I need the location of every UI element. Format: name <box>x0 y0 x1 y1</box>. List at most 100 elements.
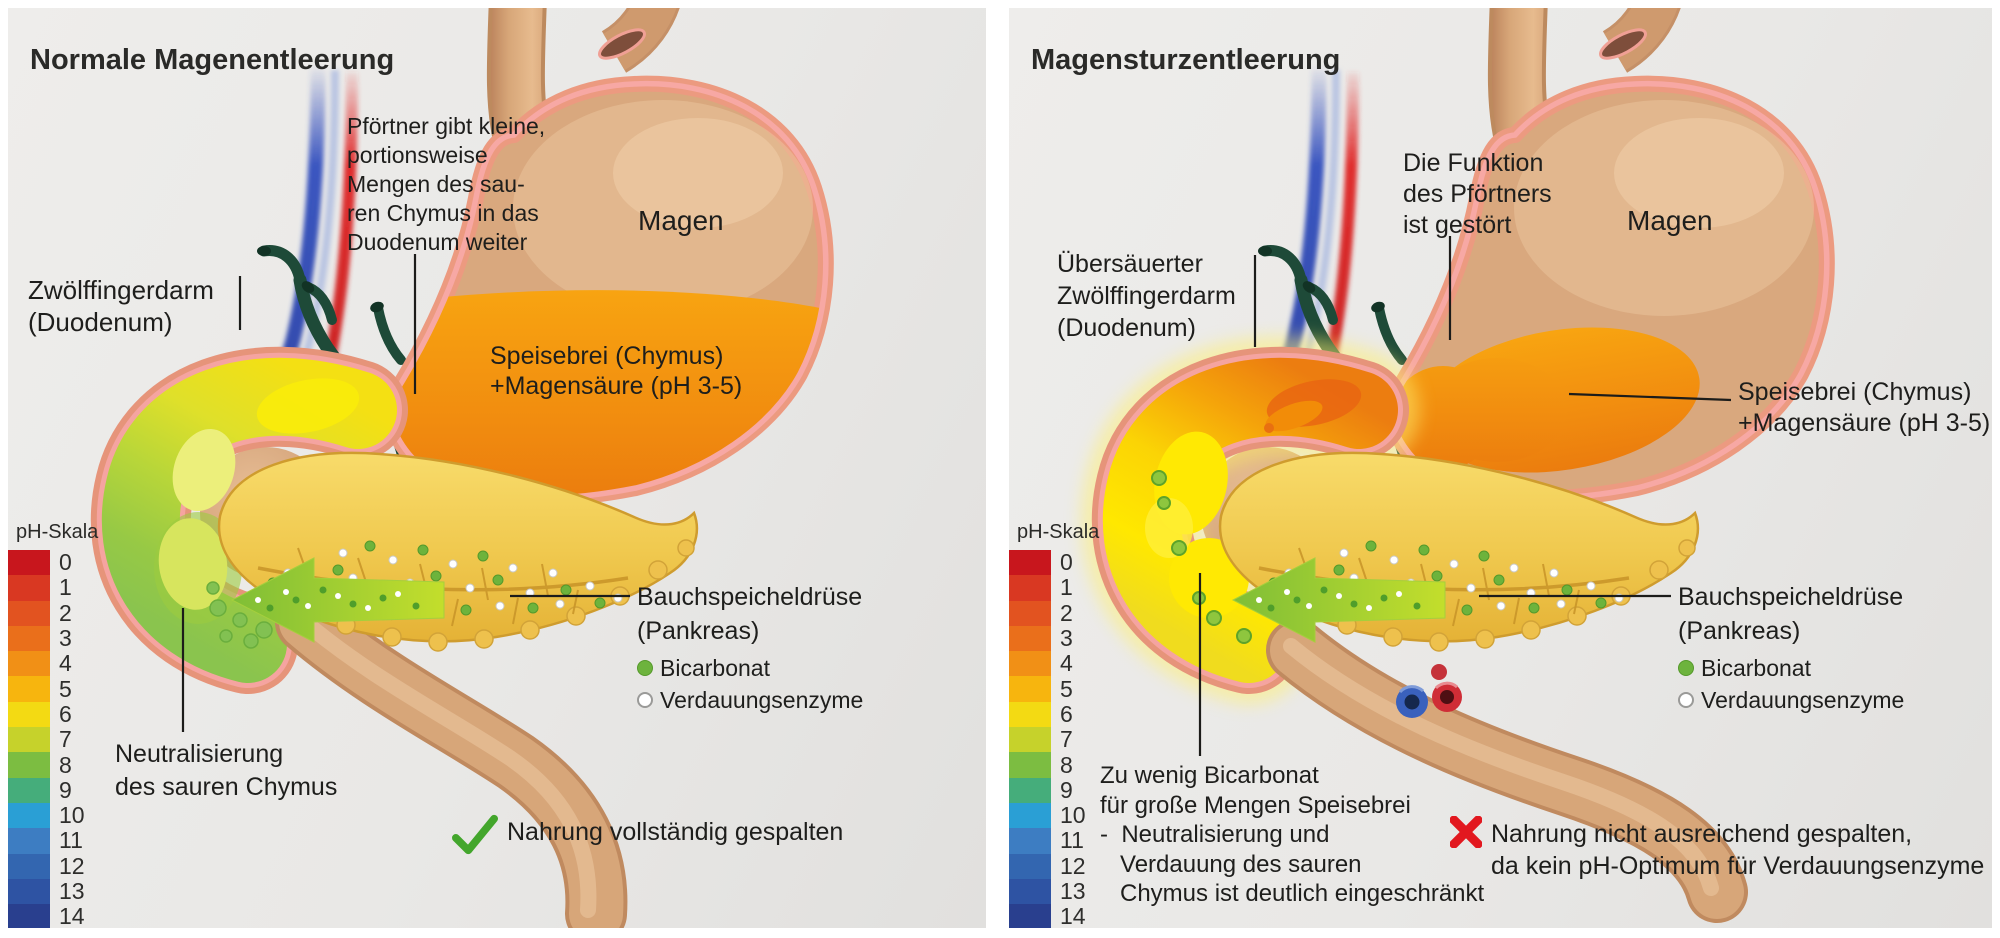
ph-swatch <box>8 727 50 753</box>
ph-scale-row: 13 <box>8 878 118 905</box>
ph-scale-row: 1 <box>1009 574 1119 601</box>
ph-swatch <box>8 676 50 702</box>
pancreas-label: Bauchspeicheldrüse (Pankreas) <box>1678 583 1904 645</box>
ph-scale-row: 8 <box>1009 751 1119 778</box>
ph-swatch <box>8 853 50 879</box>
ph-value: 5 <box>59 675 72 702</box>
ph-value: 4 <box>1060 650 1073 677</box>
legend-enzymes-label: Verdauungsenzyme <box>1701 686 1905 713</box>
ph-swatch <box>8 802 50 829</box>
ph-swatch <box>1009 625 1051 652</box>
ph-swatch <box>1009 701 1051 728</box>
ph-scale-row: 13 <box>1009 878 1119 905</box>
stomach-label: Magen <box>638 205 724 236</box>
ph-swatch <box>1009 651 1051 677</box>
intestine-tube <box>1266 619 1748 923</box>
cross-icon <box>1450 816 1482 848</box>
ph-value: 9 <box>1060 776 1073 803</box>
check-icon <box>452 814 498 855</box>
ph-swatch <box>8 777 50 803</box>
duodenum <box>90 346 408 694</box>
ph-swatch <box>8 600 50 626</box>
ph-scale-row: 2 <box>8 600 118 626</box>
ph-scale-row: 6 <box>1009 700 1119 728</box>
ph-value: 0 <box>1060 549 1073 576</box>
ph-swatch <box>1009 600 1051 626</box>
ph-swatch <box>1009 878 1051 905</box>
ph-value: 14 <box>59 903 85 928</box>
ph-scale-row: 9 <box>1009 776 1119 803</box>
ph-swatch <box>1009 777 1051 803</box>
pancreas-label: Bauchspeicheldrüse (Pankreas) <box>637 583 863 645</box>
panel-title: Normale Magenentleerung <box>30 44 395 77</box>
ph-value: 12 <box>59 852 85 879</box>
bicarbonate-dot-icon <box>637 660 653 676</box>
neutralization-label: Neutralisierung des sauren Chymus <box>115 740 338 801</box>
ph-value: 1 <box>1060 574 1073 601</box>
result-negative: Nahrung nicht ausreichend gespalten, da … <box>1450 816 1984 882</box>
legend-bicarbonate-label: Bicarbonat <box>660 654 770 681</box>
chyme-label: Speisebrei (Chymus) +Magensäure (pH 3-5) <box>1738 378 1991 437</box>
anatomy-illustration-dumping <box>1080 8 1835 923</box>
ph-swatch <box>1009 752 1051 778</box>
result-positive: Nahrung vollständig gespalten <box>452 814 843 856</box>
duodenum <box>1080 335 1420 705</box>
ph-swatch <box>8 878 50 905</box>
panel-normal-emptying: Normale Magenentleerung Pförtner gibt kl… <box>8 8 986 928</box>
ph-scale-row: 4 <box>8 650 118 677</box>
ph-value: 6 <box>1060 700 1073 727</box>
anatomy-illustration-normal <box>90 8 834 928</box>
ph-scale-title: pH-Skala <box>1017 521 1100 543</box>
ph-swatch <box>1009 802 1051 829</box>
ph-value: 1 <box>59 574 72 601</box>
ph-value: 7 <box>59 726 72 753</box>
ph-swatch <box>8 828 50 854</box>
secretion-arrow <box>1231 557 1446 643</box>
legend-enzymes: Verdauungsenzyme <box>1678 684 1904 716</box>
ph-scale-row: 3 <box>8 625 118 652</box>
ph-scale-row: 3 <box>1009 625 1119 652</box>
ph-value: 8 <box>1060 751 1073 778</box>
ph-value: 10 <box>1060 802 1086 829</box>
enzyme-dot-icon <box>637 692 653 708</box>
pancreas-legend: Bicarbonat Verdauungsenzyme <box>637 652 863 716</box>
ph-value: 11 <box>59 827 83 854</box>
ph-value: 5 <box>1060 675 1073 702</box>
ph-value: 3 <box>1060 625 1073 652</box>
ph-swatch <box>8 575 50 601</box>
ph-value: 12 <box>1060 852 1086 879</box>
secretion-arrow <box>230 557 445 643</box>
ph-scale-row: 11 <box>1009 827 1119 854</box>
ph-value: 2 <box>1060 599 1073 626</box>
ph-value: 6 <box>59 700 72 727</box>
panel-title: Magensturzentleerung <box>1031 44 1341 77</box>
ph-scale-row: 6 <box>8 700 118 728</box>
ph-scale-row: 14 <box>8 903 118 928</box>
ph-swatch <box>1009 904 1051 928</box>
stomach-label: Magen <box>1627 205 1713 236</box>
ph-value: 13 <box>1060 878 1086 905</box>
ph-scale-row: 4 <box>1009 650 1119 677</box>
intestine-tube <box>275 591 628 928</box>
ph-value: 3 <box>59 625 72 652</box>
enzyme-dot-icon <box>1678 692 1694 708</box>
legend-bicarbonate: Bicarbonat <box>637 652 863 684</box>
ph-scale-row: 14 <box>1009 903 1119 928</box>
pylorus-note-label: Die Funktion des Pförtners ist gestört <box>1403 149 1552 239</box>
leader-lines <box>181 254 630 732</box>
ph-value: 8 <box>59 751 72 778</box>
result-text: Nahrung nicht ausreichend gespalten, da … <box>1491 820 1985 880</box>
bicarbonate-dot-icon <box>1678 660 1694 676</box>
ph-swatch <box>1009 727 1051 753</box>
panel-rapid-emptying: Magensturzentleerung Die Funktion des Pf… <box>1009 8 1992 928</box>
ph-scale-row: 10 <box>1009 802 1119 829</box>
ph-scale-row: 10 <box>8 802 118 829</box>
pancreas-legend: Bicarbonat Verdauungsenzyme <box>1678 652 1904 716</box>
legend-enzymes: Verdauungsenzyme <box>637 684 863 716</box>
vessel-rings <box>1396 664 1462 718</box>
ph-scale-row: 8 <box>8 751 118 778</box>
stomach <box>380 75 834 507</box>
chyme-label: Speisebrei (Chymus) +Magensäure (pH 3-5) <box>490 342 743 400</box>
